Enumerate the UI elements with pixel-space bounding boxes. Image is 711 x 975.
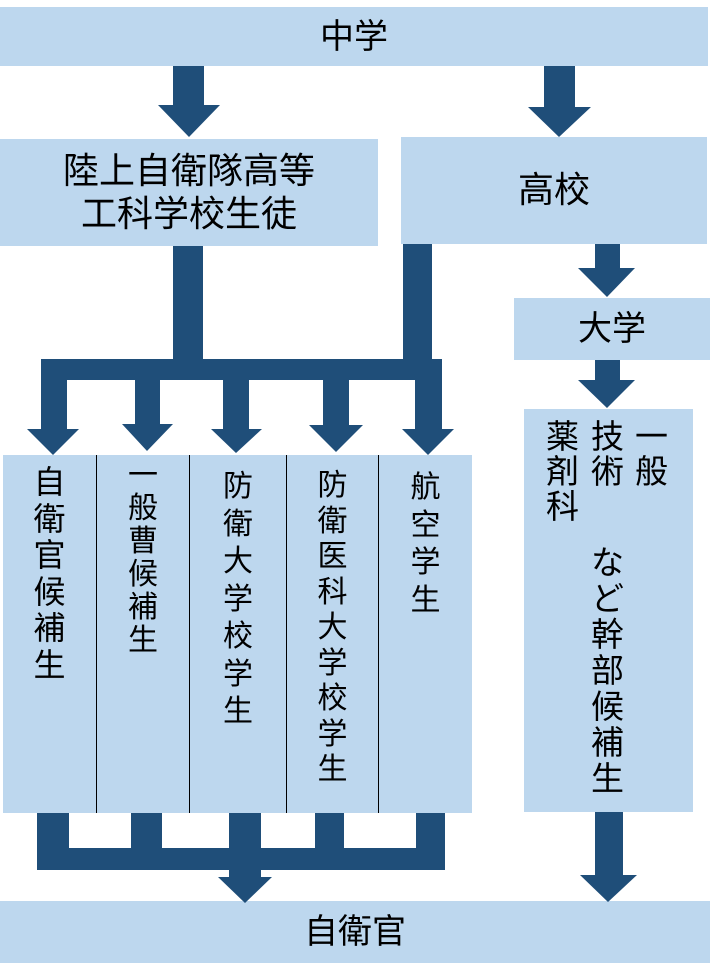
officer-category-pharmacy: 薬剤科 <box>546 417 579 526</box>
path-label: 防衛大学校学生 <box>223 469 253 729</box>
junior-high-box: 中学 <box>0 7 708 66</box>
gsdf-school-label-line1: 陸上自衛隊高等 <box>62 150 315 192</box>
path-cell-defense-academy: 防衛大学校学生 <box>189 455 286 813</box>
path-label: 防衛医科大学校学生 <box>317 468 348 787</box>
arrow-junior-high-to-high-school <box>528 66 591 137</box>
merge-stem-general-nco-candidate <box>131 813 162 849</box>
path-label: 一般曹候補生 <box>128 458 158 658</box>
merge-stem-aviation-student <box>416 813 445 849</box>
merge-bar <box>37 848 445 870</box>
sdf-personnel-box: 自衛官 <box>0 901 710 963</box>
arrow-to-sdf-candidate <box>27 379 79 455</box>
arrow-to-defense-medical-college <box>309 379 363 452</box>
arrow-officer-candidate-to-sdf-personnel <box>580 812 637 902</box>
merge-stem-defense-academy <box>229 813 261 849</box>
arrow-high-school-to-university <box>578 244 635 297</box>
arrow-to-aviation-student <box>402 379 454 455</box>
sdf-personnel-label: 自衛官 <box>304 912 406 952</box>
path-cell-sdf-candidate: 自衛官候補生 <box>3 455 96 813</box>
path-cell-aviation-student: 航空学生 <box>378 455 472 813</box>
merge-stem-sdf-candidate <box>37 813 69 849</box>
high-school-label: 高校 <box>517 170 590 211</box>
path-label: 航空学生 <box>410 470 441 618</box>
connector-branch-bar <box>41 359 442 380</box>
arrow-junior-high-to-gsdf-school <box>158 66 220 137</box>
merge-stem-defense-medical-college <box>315 813 344 849</box>
high-school-box: 高校 <box>401 137 707 244</box>
arrow-paths-to-sdf-personnel <box>218 869 272 903</box>
university-label: 大学 <box>578 309 646 349</box>
gsdf-high-tech-school-box: 陸上自衛隊高等 工科学校生徒 <box>0 139 378 246</box>
connector-stem-high-school <box>403 244 432 380</box>
officer-candidate-box: 一般 技術 薬剤科 など幹部候補生 <box>524 409 693 812</box>
path-cell-general-nco-candidate: 一般曹候補生 <box>96 455 189 813</box>
arrow-to-defense-academy <box>211 379 262 453</box>
path-label: 自衛官候補生 <box>33 463 66 684</box>
gsdf-school-label-line2: 工科学校生徒 <box>80 193 297 235</box>
officer-category-technical: 技術 <box>591 417 624 491</box>
officer-candidate-suffix: など幹部候補生 <box>591 543 624 798</box>
connector-stem-gsdf-school <box>173 246 203 380</box>
entry-paths-box: 自衛官候補生 一般曹候補生 防衛大学校学生 防衛医科大学校学生 航空学生 <box>3 455 472 813</box>
officer-category-general: 一般 <box>635 417 668 491</box>
path-cell-defense-medical-college: 防衛医科大学校学生 <box>286 455 378 813</box>
junior-high-label: 中学 <box>320 16 388 57</box>
arrow-to-general-nco-candidate <box>122 379 173 451</box>
university-box: 大学 <box>514 298 710 360</box>
arrow-university-to-officer-candidate <box>578 360 635 408</box>
